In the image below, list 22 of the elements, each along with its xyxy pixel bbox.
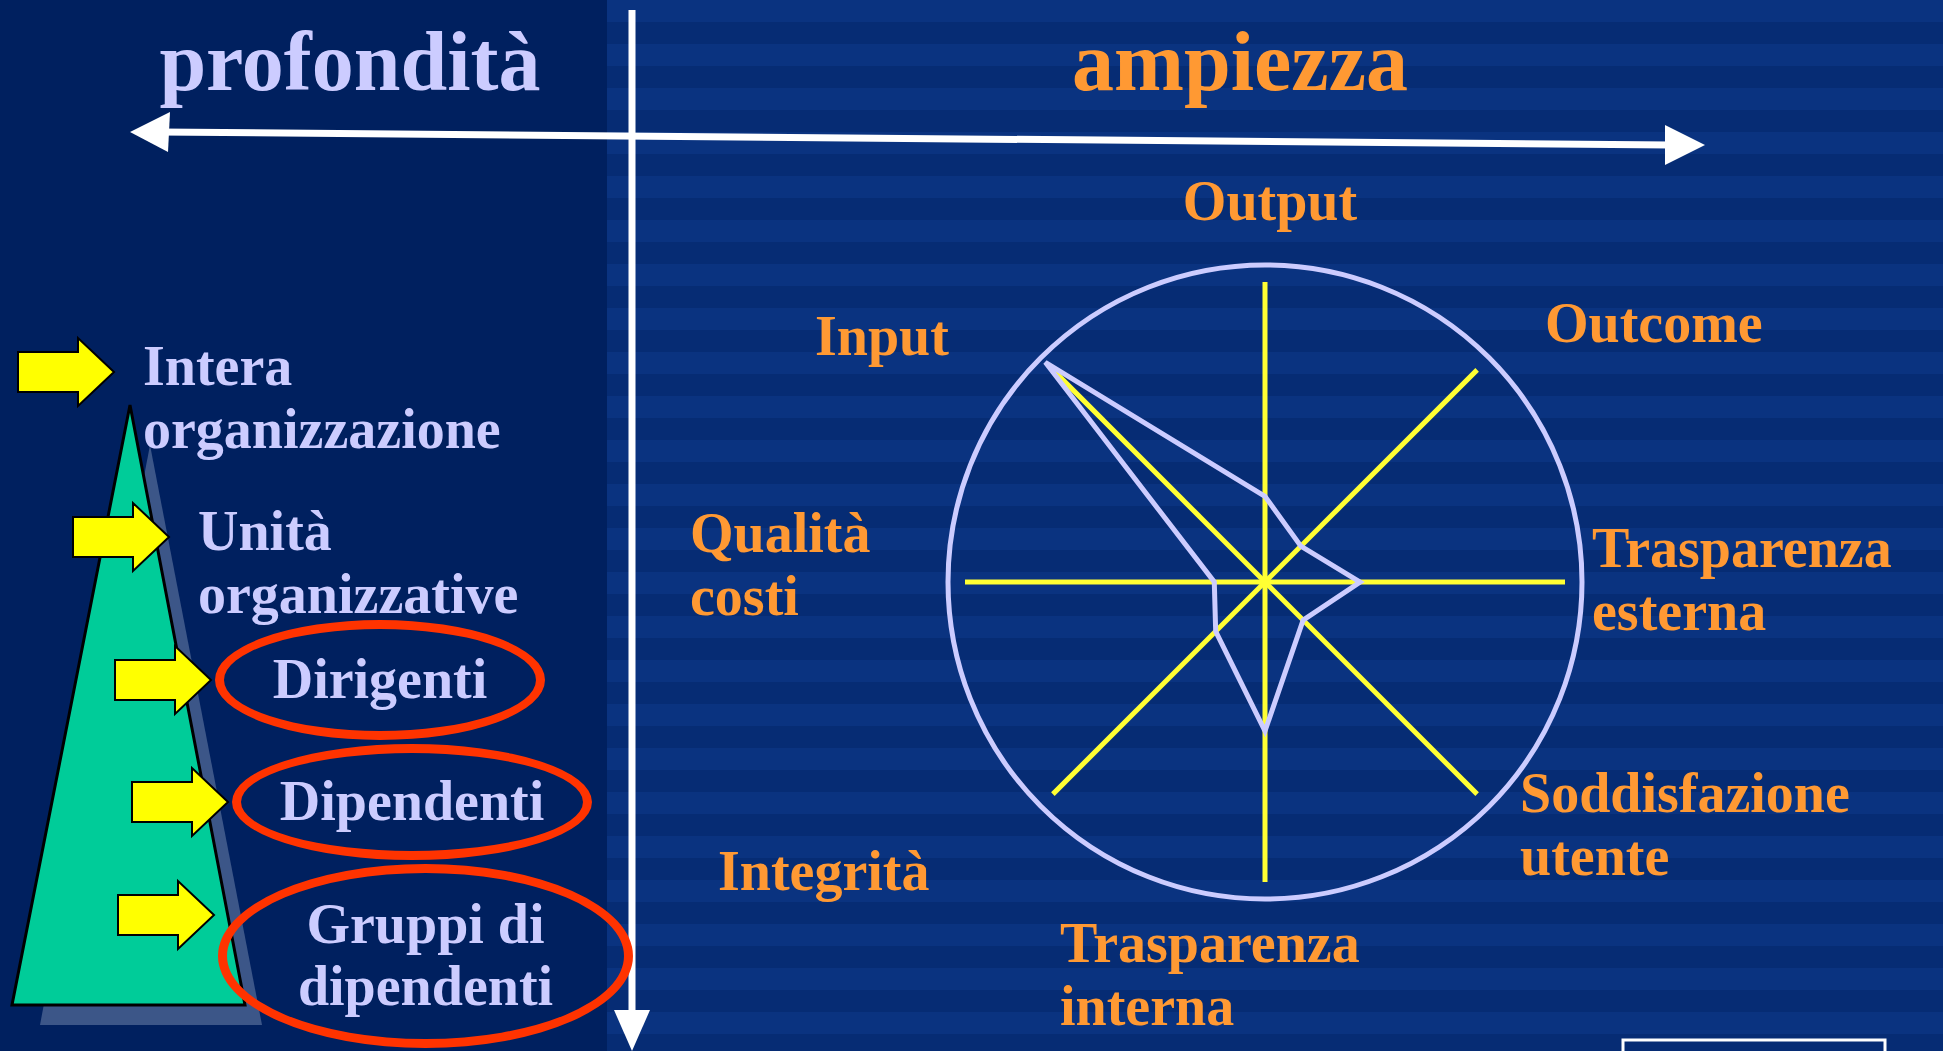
block-arrow [17, 335, 116, 409]
node-text: Dirigenti [272, 649, 488, 711]
node-text: Dipendenti [279, 771, 545, 833]
node-text: Unità organizzative [198, 500, 519, 625]
axis-title: profondità [158, 15, 542, 110]
block-arrow [114, 643, 213, 717]
radar-axis-label: Output [1181, 170, 1359, 233]
block-arrow [72, 500, 171, 574]
radar-axis-label: Input [815, 305, 950, 368]
node-text: Gruppi di dipendenti [296, 894, 555, 1018]
ellipse-highlight [218, 864, 633, 1048]
radar-axis-label: Outcome [1545, 292, 1764, 355]
radar-axis-label: Soddisfazione utente [1520, 762, 1851, 888]
radar-axis-label: Trasparenza esterna [1592, 517, 1893, 643]
axis-title: ampiezza [1071, 15, 1409, 110]
ellipse-highlight [232, 744, 592, 860]
radar-axis-label: Integrità [718, 840, 931, 903]
radar-axis-label: Trasparenza interna [1060, 912, 1361, 1038]
radar-axis-label: Qualità costi [690, 502, 872, 628]
block-arrow [117, 878, 216, 952]
node-text: Intera organizzazione [143, 335, 501, 460]
block-arrow [131, 765, 230, 839]
